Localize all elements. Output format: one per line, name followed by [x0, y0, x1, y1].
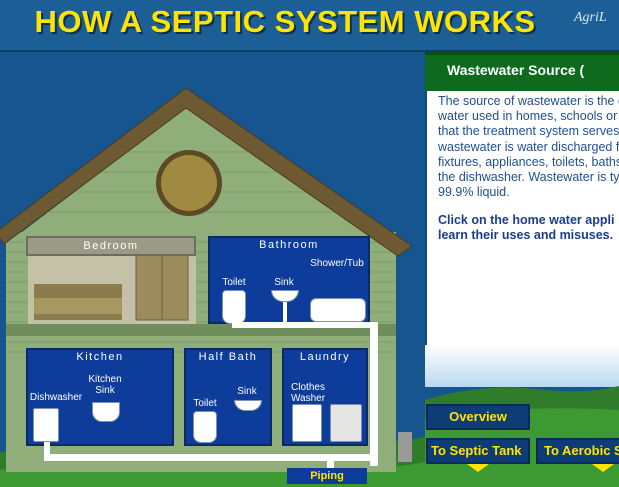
info-panel-header: [425, 52, 619, 91]
piping-drop: [327, 461, 334, 469]
info-panel: [425, 52, 619, 387]
body-line: 99.9% liquid.: [438, 185, 510, 200]
label-kitchen-sink-line2: Sink: [95, 385, 115, 396]
lawn-graphic: [425, 386, 619, 487]
agrilife-logo: AgriL: [574, 10, 607, 25]
to-septic-tank-button[interactable]: To Septic Tank: [426, 438, 530, 464]
label-kitchen-sink-line1: Kitchen: [88, 374, 122, 385]
cta-line: Click on the home water appli: [438, 213, 615, 227]
label-kitchen-sink: Kitchen Sink: [84, 374, 126, 396]
room-label-half-bath: Half Bath: [198, 351, 258, 363]
room-label-bathroom: Bathroom: [259, 239, 319, 251]
label-washer: Clothes Washer: [286, 382, 330, 404]
aerobic-arrow-icon: [592, 464, 614, 472]
body-line: that the treatment system serves: [438, 124, 619, 139]
body-line: the dishwasher. Wastewater is ty: [438, 170, 619, 185]
kitchen-sink[interactable]: [92, 402, 120, 422]
clothes-dryer[interactable]: [330, 404, 362, 442]
cta-line: learn their uses and misuses.: [438, 228, 614, 243]
body-line: fixtures, appliances, toilets, baths: [438, 154, 619, 169]
kitchen-drain-riser: [44, 442, 50, 456]
label-dishwasher: Dishwasher: [29, 392, 83, 403]
bath-toilet[interactable]: [222, 290, 246, 324]
bath-sink-pedestal: [283, 302, 287, 324]
room-label-bedroom: Bedroom: [83, 240, 139, 252]
label-shower-tub: Shower/Tub: [310, 258, 364, 269]
info-panel-instructions: Click on the home water appli learn thei…: [438, 213, 619, 243]
room-label-kitchen: Kitchen: [76, 351, 124, 363]
header-bar: [0, 0, 619, 52]
room-label-laundry: Laundry: [299, 351, 351, 363]
shower-tub[interactable]: [310, 298, 366, 322]
dishwasher[interactable]: [33, 408, 59, 442]
to-aerobic-button[interactable]: To Aerobic S: [536, 438, 619, 464]
overview-button[interactable]: Overview: [426, 404, 530, 430]
info-panel-footer: [425, 345, 619, 387]
body-line: wastewater is water discharged fr: [438, 139, 619, 154]
upper-drain-pipe: [232, 322, 378, 328]
body-line: water used in homes, schools or: [438, 109, 618, 124]
label-half-toilet: Toilet: [193, 398, 217, 409]
septic-arrow-icon: [467, 464, 489, 472]
info-panel-title: Wastewater Source (: [447, 62, 585, 78]
piping-hotspot[interactable]: Piping: [287, 468, 367, 484]
label-washer-line2: Washer: [290, 393, 326, 404]
label-half-sink: Sink: [237, 386, 257, 397]
label-washer-line1: Clothes: [291, 382, 325, 393]
clothes-washer[interactable]: [292, 404, 322, 442]
lower-drain-pipe: [44, 454, 378, 461]
label-bath-sink: Sink: [274, 277, 294, 288]
label-bath-toilet: Toilet: [222, 277, 246, 288]
info-panel-body: The source of wastewater is the c water …: [438, 94, 619, 200]
body-line: The source of wastewater is the c: [438, 94, 619, 108]
page-title: HOW A SEPTIC SYSTEM WORKS: [34, 4, 536, 39]
main-drain-pipe: [370, 324, 378, 466]
room-bedroom[interactable]: Bedroom: [26, 236, 196, 256]
half-bath-toilet[interactable]: [193, 411, 217, 443]
